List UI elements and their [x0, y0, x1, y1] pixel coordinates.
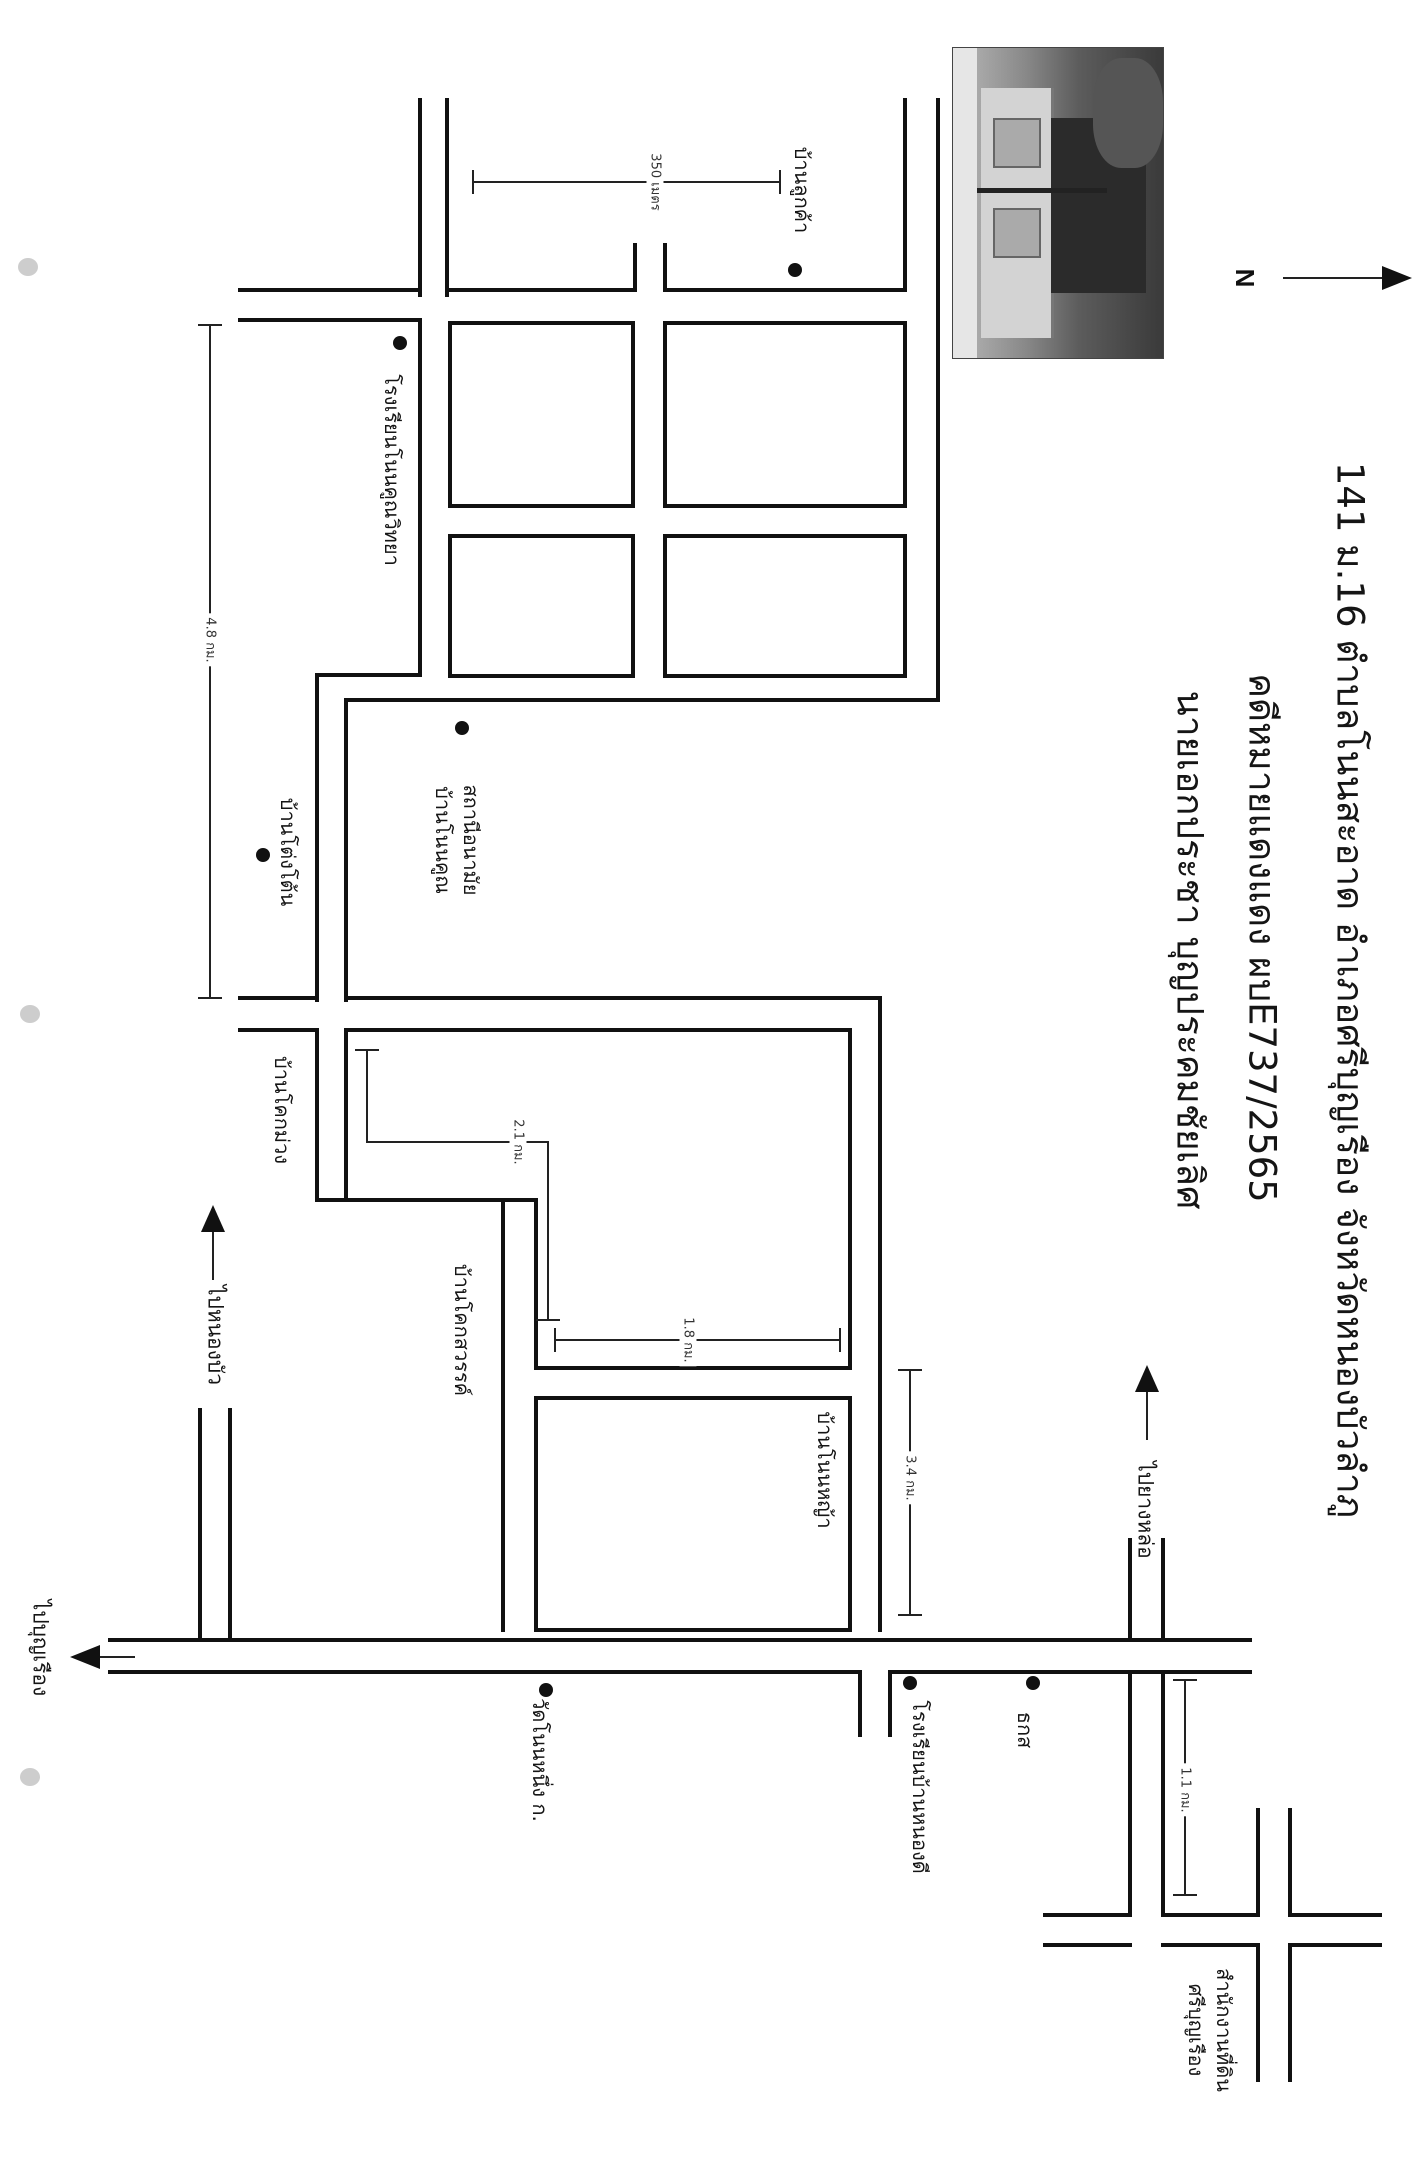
- distance-label-11km: 1.1 กม.: [1176, 1763, 1194, 1817]
- distance-label-350m: 350 เมตร: [646, 149, 664, 215]
- road-network: [108, 98, 1382, 2082]
- location-dots: [256, 263, 1040, 1697]
- block: [663, 321, 907, 508]
- place-baac: ธกส: [1013, 1711, 1037, 1749]
- road: [344, 698, 940, 1002]
- address-title: 141 ม.16 ตำบลโนนสะอาด อำเภอศรีบุญเรือง จ…: [1328, 461, 1372, 1519]
- direction-yang-lo: ไปยางหล่อ: [1133, 1461, 1158, 1559]
- north-label: N: [1230, 268, 1260, 288]
- arrow-left-icon: [70, 1645, 100, 1669]
- distance-label-21km: 2.1 กม.: [509, 1115, 527, 1169]
- block: [534, 1396, 852, 1632]
- place-ban-khok-muang: บ้านโคกม่วง: [270, 1055, 294, 1165]
- place-school-nonkhun: โรงเรียนโนนคูณวิทยา: [380, 374, 404, 566]
- block: [448, 321, 635, 508]
- land-office-line1: สำนักงานที่ดิน: [1212, 1968, 1236, 2092]
- place-ban-loek-kha: บ้านลูกค้า: [790, 146, 814, 234]
- direction-arrows: [70, 266, 1412, 1669]
- north-arrow-icon: [1382, 266, 1412, 290]
- location-dot-icon: [903, 1676, 917, 1690]
- owner-name-title: นายเอกประชา บุญประคมชัยเลิศ: [1168, 690, 1212, 1210]
- road: [315, 673, 422, 1002]
- place-wat-nong-kung: วัดโนนหนึ่ง ก.: [528, 1698, 552, 1822]
- distance-label-48km: 4.8 กม.: [201, 613, 219, 667]
- direction-bun-rueang: ไปบุญเรือง: [28, 1599, 53, 1697]
- direction-nong-bua: ไปหนองบัว: [203, 1284, 228, 1386]
- arrow-up-icon: [1135, 1365, 1159, 1392]
- distance-line-21km: [366, 1050, 549, 1320]
- distance-label-18km: 1.8 กม.: [679, 1313, 697, 1367]
- distance-label-34km: 3.4 กม.: [901, 1451, 919, 1505]
- place-ban-khok-sawan: บ้านโคกสวรรค์: [450, 1263, 474, 1397]
- block: [663, 534, 907, 678]
- case-number-title: คดีหมายแดงแดง ผบE737/2565: [1240, 673, 1284, 1203]
- location-dot-icon: [256, 848, 270, 862]
- location-dot-icon: [788, 263, 802, 277]
- health-station-line1: สถานีอนามัย: [459, 784, 483, 896]
- health-station-line2: บ้านโนนคูณ: [431, 786, 455, 894]
- block: [448, 534, 635, 678]
- location-dot-icon: [455, 721, 469, 735]
- location-dot-icon: [393, 336, 407, 350]
- land-office-line2: ศรีบุญเรือง: [1184, 1983, 1208, 2077]
- arrow-up-icon: [201, 1205, 225, 1232]
- place-ban-dong-don: บ้านโต่งโต้น: [276, 797, 300, 907]
- house-photo: [952, 47, 1164, 359]
- place-ban-non-ya: บ้านโนนหญ้า: [813, 1411, 837, 1529]
- place-school-ban-nong-di: โรงเรียนบ้านหนองดี: [908, 1700, 932, 1874]
- road: [344, 1028, 852, 1370]
- place-health-station: สถานีอนามัย บ้านโนนคูณ: [431, 784, 483, 896]
- scan-speck: [20, 1768, 40, 1786]
- place-land-office: สำนักงานที่ดิน ศรีบุญเรือง: [1184, 1968, 1236, 2092]
- location-dot-icon: [539, 1683, 553, 1697]
- scan-speck: [18, 258, 38, 276]
- scan-speck: [20, 1005, 40, 1023]
- location-dot-icon: [1026, 1676, 1040, 1690]
